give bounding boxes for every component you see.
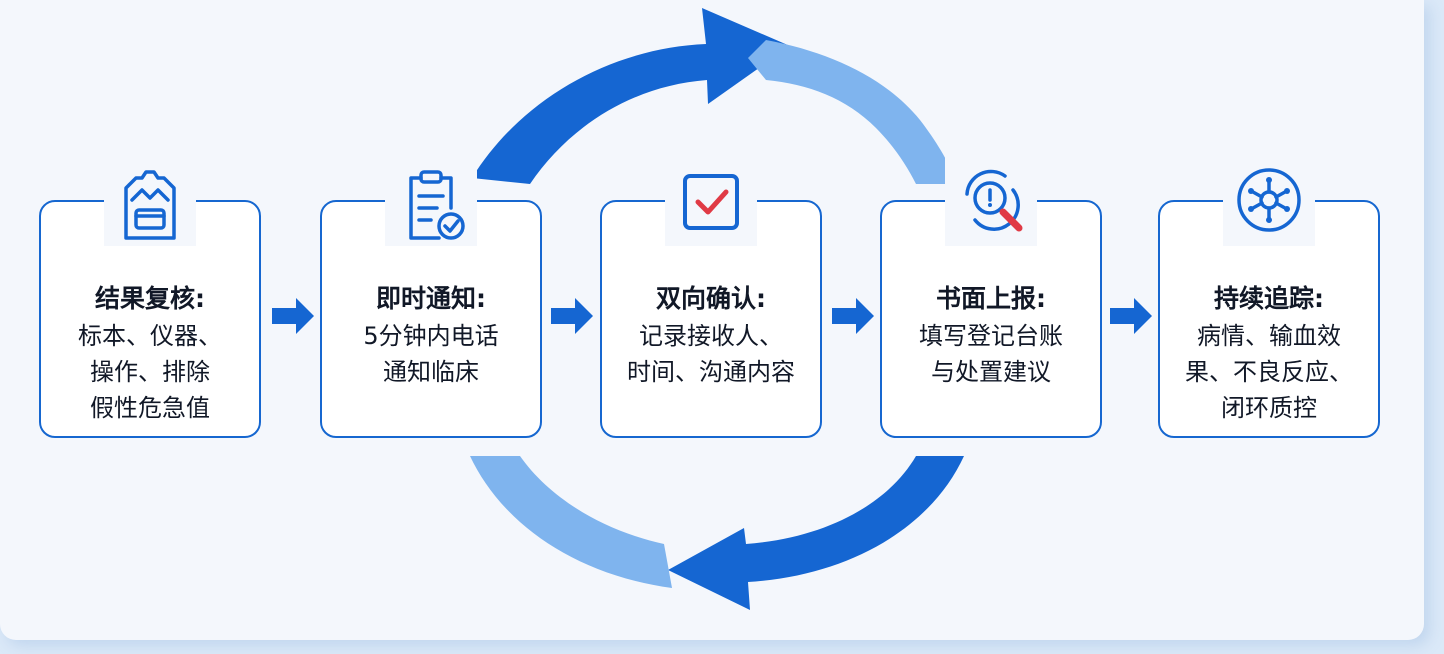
step-card-notify: 即时通知: 5分钟内电话 通知临床: [320, 154, 542, 438]
magnifier-alert-icon: [965, 169, 1023, 232]
cycle-arrow-bottom-light: [470, 456, 672, 588]
step-arrow-2: [551, 298, 593, 334]
step-detail-line: 通知临床: [383, 358, 479, 386]
step-detail-line: 假性危急值: [90, 394, 210, 422]
cycle-arrow-top: [472, 8, 790, 184]
step-arrow-4: [1110, 298, 1152, 334]
step-card-report: 书面上报: 填写登记台账 与处置建议: [880, 154, 1102, 438]
checkbox-check-icon: [683, 174, 739, 230]
step-detail-line: 时间、沟通内容: [627, 358, 795, 386]
cycle-arrows: [272, 8, 1152, 610]
step-detail-line: 操作、排除: [90, 358, 210, 386]
step-title: 持续追踪:: [1214, 284, 1324, 313]
step-card-track: 持续追踪: 病情、输血效 果、不良反应、 闭环质控: [1158, 154, 1380, 438]
closed-loop-diagram: 结果复核: 标本、仪器、 操作、排除 假性危急值 即: [0, 0, 1424, 640]
cycle-arrow-bottom: [668, 456, 964, 610]
step-title: 书面上报:: [936, 284, 1046, 313]
clipboard-check-icon: [409, 170, 465, 240]
step-detail-line: 记录接收人、: [639, 322, 783, 350]
step-detail-line: 填写登记台账: [919, 322, 1063, 350]
step-card-review: 结果复核: 标本、仪器、 操作、排除 假性危急值: [39, 154, 261, 438]
virus-target-icon: [1237, 168, 1301, 232]
step-title: 即时通知:: [376, 284, 486, 313]
step-detail-line: 病情、输血效: [1197, 322, 1341, 350]
step-arrow-3: [832, 298, 874, 334]
step-card-confirm: 双向确认: 记录接收人、 时间、沟通内容: [600, 154, 822, 438]
step-detail-line: 与处置建议: [931, 358, 1051, 386]
step-detail-line: 果、不良反应、: [1185, 358, 1353, 386]
step-title: 结果复核:: [95, 284, 205, 313]
step-detail-line: 5分钟内电话: [363, 322, 499, 350]
step-detail-line: 闭环质控: [1221, 394, 1317, 422]
step-title: 双向确认:: [656, 284, 766, 313]
medical-kit-icon: [124, 170, 176, 240]
step-arrow-1: [272, 298, 314, 334]
step-detail-line: 标本、仪器、: [78, 322, 222, 350]
cycle-arrow-top-light: [748, 40, 958, 184]
